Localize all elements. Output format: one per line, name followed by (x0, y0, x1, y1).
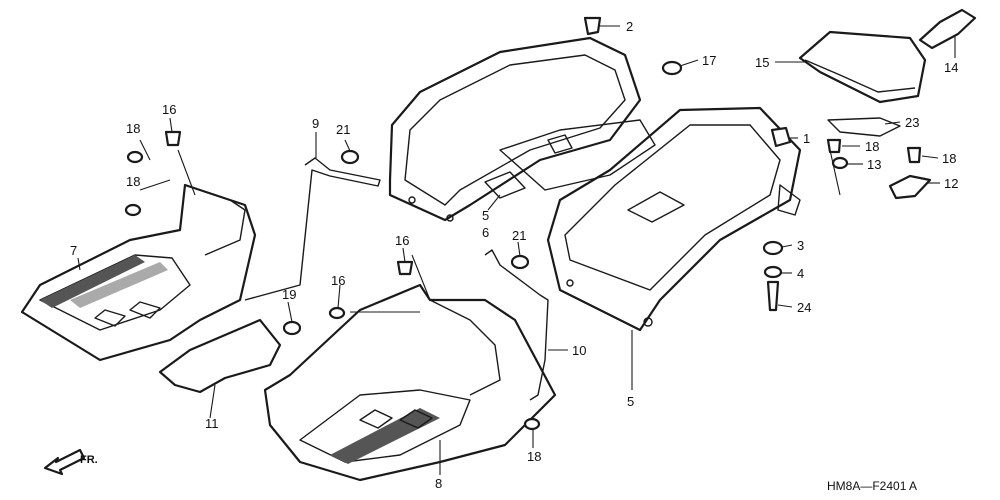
right-floorboard (263, 283, 557, 482)
callout-17: 17 (702, 53, 716, 68)
callout-19: 19 (282, 287, 296, 302)
callout-16a: 16 (162, 102, 176, 117)
callout-18e: 18 (527, 449, 541, 464)
callout-23: 23 (905, 115, 919, 130)
callout-2: 2 (626, 19, 633, 34)
grommet-2 (583, 16, 602, 36)
bolt-18-right-upper (826, 138, 842, 154)
callout-10: 10 (572, 343, 586, 358)
left-floorboard (20, 183, 257, 362)
carrier-cover (798, 30, 927, 104)
direction-label: FR. (80, 454, 98, 466)
front-fender (388, 36, 656, 222)
rear-fender (546, 106, 802, 332)
callout-16b: 16 (395, 233, 409, 248)
callout-18d: 18 (126, 174, 140, 189)
callout-13: 13 (867, 157, 881, 172)
callout-21a: 21 (336, 122, 350, 137)
hardware-stack (762, 126, 792, 312)
clip-13 (831, 156, 849, 170)
front-direction-arrow: FR. (43, 448, 98, 476)
callout-18a: 18 (865, 139, 879, 154)
callout-9: 9 (312, 116, 319, 131)
callout-12: 12 (944, 176, 958, 191)
rubber-pad (484, 171, 526, 199)
callout-18b: 18 (942, 151, 956, 166)
callout-5a: 5 (482, 208, 489, 223)
callout-8: 8 (435, 476, 442, 491)
stay-9 (244, 157, 381, 301)
reference-code: HM8A—F2401 A (827, 479, 917, 493)
callout-16c: 16 (331, 273, 345, 288)
callout-18c: 18 (126, 121, 140, 136)
callout-14: 14 (944, 60, 958, 75)
callout-5b: 5 (627, 394, 634, 409)
callout-24: 24 (797, 300, 811, 315)
bolt-18-right (906, 146, 922, 164)
clip-12 (888, 174, 932, 200)
callout-11: 11 (205, 416, 219, 431)
reflector-17 (661, 60, 683, 76)
callout-21b: 21 (512, 228, 526, 243)
mud-guard (158, 318, 282, 394)
small-bolts (124, 130, 541, 431)
callout-numbers: 2 17 15 14 1 23 18 13 18 12 3 4 24 9 21 … (70, 19, 958, 491)
bracket-23 (827, 117, 901, 137)
callout-6: 6 (482, 225, 489, 240)
callout-15: 15 (755, 55, 769, 70)
callout-3: 3 (797, 238, 804, 253)
callout-4: 4 (797, 266, 804, 281)
leader-lines (77, 25, 956, 475)
callout-1: 1 (803, 131, 810, 146)
callout-7: 7 (70, 243, 77, 258)
clip-14 (918, 8, 977, 50)
stay-10 (484, 249, 549, 401)
